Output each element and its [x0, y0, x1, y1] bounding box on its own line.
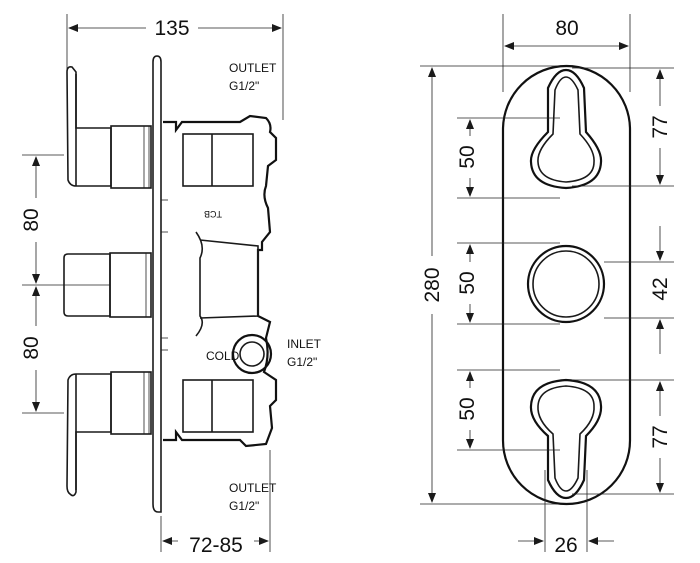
- bottom-lever-handle: [66, 371, 152, 497]
- dim-lever-width-label: 26: [554, 534, 577, 557]
- middle-knob-front: [526, 244, 606, 324]
- dim-overall-width-label: 135: [154, 17, 189, 40]
- cold-label: COLD: [206, 349, 240, 363]
- front-view: 80 280: [417, 14, 674, 557]
- bottom-lever-front: [529, 378, 603, 500]
- dim-plate-height: 280: [417, 65, 566, 505]
- dim-middle-spacing-label: 42: [649, 277, 672, 300]
- top-lever-handle: [66, 66, 152, 189]
- outlet-bottom-label: OUTLET: [229, 481, 277, 495]
- dim-top-offset-label: 77: [649, 115, 672, 138]
- dim-bottom-handle-dia-label: 50: [456, 397, 479, 420]
- dim-middle-knob-dia: 50: [456, 242, 560, 325]
- cover-plate-profile: [152, 55, 162, 513]
- dim-top-offset: 77: [572, 67, 674, 187]
- outlet-top-label: OUTLET: [229, 61, 277, 75]
- dim-spacing-upper: 80: [20, 154, 64, 414]
- dim-spacing-lower-label: 80: [20, 336, 43, 359]
- inlet-label: INLET: [287, 337, 322, 351]
- dim-bottom-offset-label: 77: [649, 425, 672, 448]
- inlet-size: G1/2": [287, 355, 317, 369]
- dim-plate-width: 80: [502, 14, 631, 92]
- dim-bottom-handle-dia: 50: [456, 369, 560, 451]
- dim-depth: 72-85: [160, 450, 271, 557]
- dim-top-handle-dia-label: 50: [456, 145, 479, 168]
- body-stamp: TCB: [204, 209, 222, 219]
- dim-plate-height-label: 280: [421, 267, 444, 302]
- plate-marks: [161, 199, 168, 351]
- outlet-bottom-size: G1/2": [229, 499, 259, 513]
- cover-plate: [501, 64, 632, 506]
- dim-top-handle-dia: 50: [456, 117, 560, 199]
- inlet-port: COLD INLET G1/2": [206, 333, 322, 375]
- dim-middle-spacing: 42: [604, 226, 674, 354]
- dim-overall-width: 135: [66, 12, 284, 120]
- dim-spacing-upper-label: 80: [20, 208, 43, 231]
- dim-lever-width: 26: [518, 470, 614, 557]
- dim-depth-label: 72-85: [189, 534, 243, 557]
- valve-body: TCB: [163, 114, 278, 448]
- top-lever-front: [529, 68, 603, 190]
- outlet-top-size: G1/2": [229, 79, 259, 93]
- dim-plate-width-label: 80: [555, 17, 578, 40]
- dim-spacing-lower: 80: [20, 286, 50, 412]
- dim-bottom-offset: 77: [572, 379, 674, 495]
- middle-knob: [63, 252, 152, 318]
- side-view: 135 80 80: [20, 12, 322, 557]
- dim-middle-knob-dia-label: 50: [456, 271, 479, 294]
